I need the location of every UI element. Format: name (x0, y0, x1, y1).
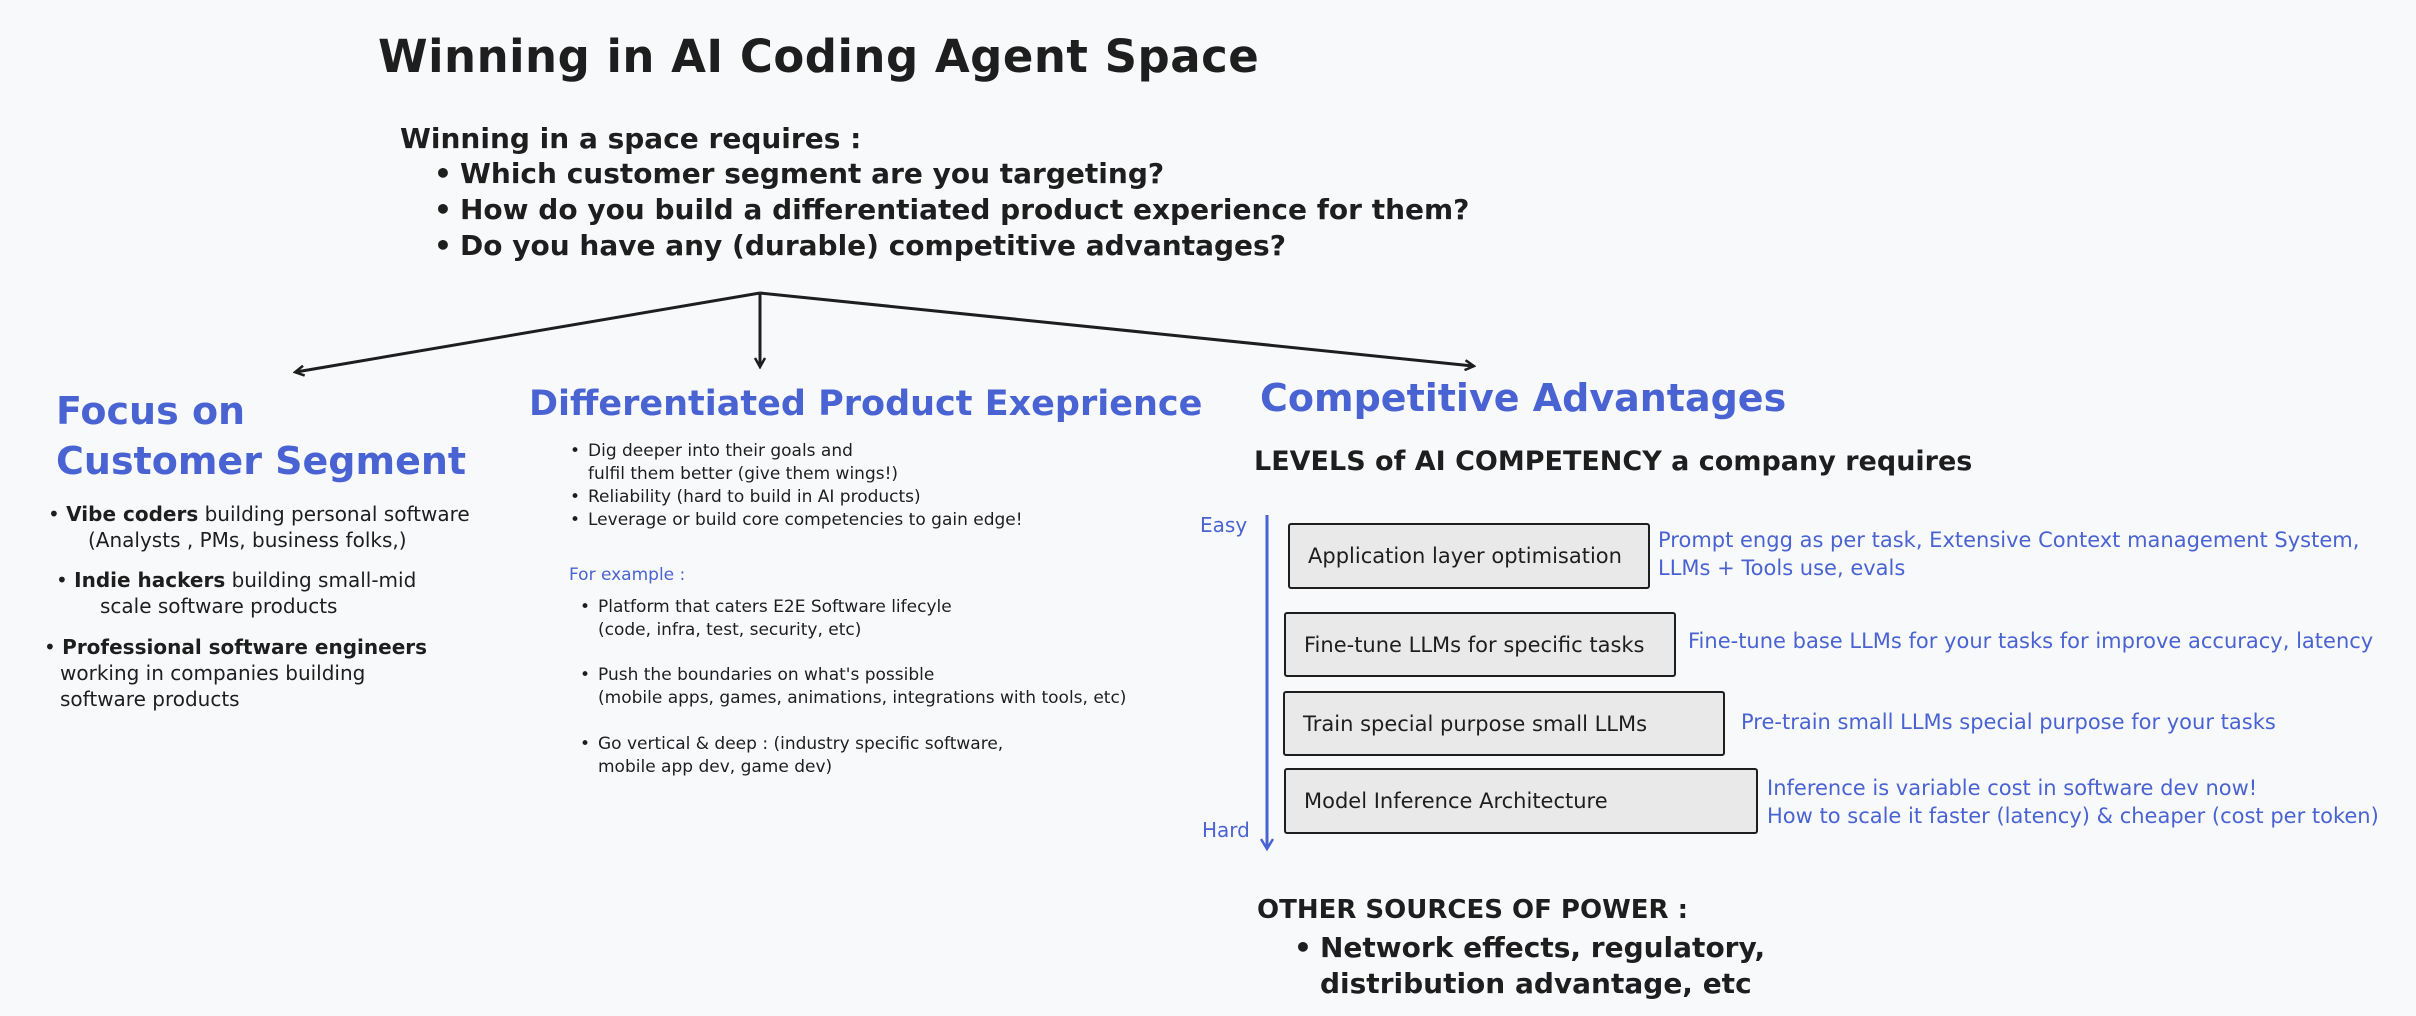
list-item: Dig deeper into their goals and fulfil t… (570, 440, 1023, 486)
list-item: Network effects, regulatory, distributio… (1294, 930, 1940, 1002)
segment-item-vibe-coders: • Vibe coders building personal software… (48, 502, 470, 552)
list-item: Which customer segment are you targeting… (434, 156, 1469, 192)
differentiation-list: Dig deeper into their goals and fulfil t… (570, 440, 1023, 532)
level-box-train: Train special purpose small LLMs (1283, 691, 1725, 756)
levels-heading: LEVELS of AI COMPETENCY a company requir… (1254, 446, 1973, 477)
example-item: • Platform that caters E2E Software life… (580, 597, 952, 640)
level-box-fine-tune: Fine-tune LLMs for specific tasks (1284, 612, 1676, 677)
differentiated-heading: Differentiated Product Exeprience (529, 384, 1203, 424)
axis-label-easy: Easy (1200, 513, 1248, 537)
segment-item-indie-hackers: • Indie hackers building small-mid scale… (56, 568, 417, 618)
example-item: • Go vertical & deep : (industry specifi… (580, 734, 1004, 777)
other-sources-heading: OTHER SOURCES OF POWER : (1257, 895, 1688, 925)
level-note-inference: Inference is variable cost in software d… (1767, 776, 2379, 828)
requirements-list: Which customer segment are you targeting… (434, 156, 1469, 264)
axis-label-hard: Hard (1202, 818, 1250, 842)
page-title: Winning in AI Coding Agent Space (378, 30, 1260, 83)
list-item: Do you have any (durable) competitive ad… (434, 228, 1469, 264)
level-box-application: Application layer optimisation (1288, 523, 1650, 589)
arrow-to-competitive (759, 291, 1473, 366)
example-item: • Push the boundaries on what's possible… (580, 665, 1127, 708)
requirements-heading: Winning in a space requires : (400, 122, 862, 155)
level-box-inference: Model Inference Architecture (1284, 768, 1758, 834)
example-label: For example : (569, 565, 686, 585)
level-note-fine-tune: Fine-tune base LLMs for your tasks for i… (1688, 629, 2374, 653)
list-item: Leverage or build core competencies to g… (570, 509, 1023, 532)
list-item: Reliability (hard to build in AI product… (570, 486, 1023, 509)
other-sources-list: Network effects, regulatory, distributio… (1294, 930, 1940, 1002)
list-item: How do you build a differentiated produc… (434, 192, 1469, 228)
level-note-train: Pre-train small LLMs special purpose for… (1741, 710, 2276, 734)
level-note-application: Prompt engg as per task, Extensive Conte… (1658, 528, 2360, 580)
arrow-to-focus (296, 291, 761, 372)
competitive-heading: Competitive Advantages (1260, 376, 1787, 420)
focus-heading: Focus on Customer Segment (56, 389, 467, 483)
segment-item-professional-engineers: • Professional software engineers workin… (44, 635, 428, 711)
